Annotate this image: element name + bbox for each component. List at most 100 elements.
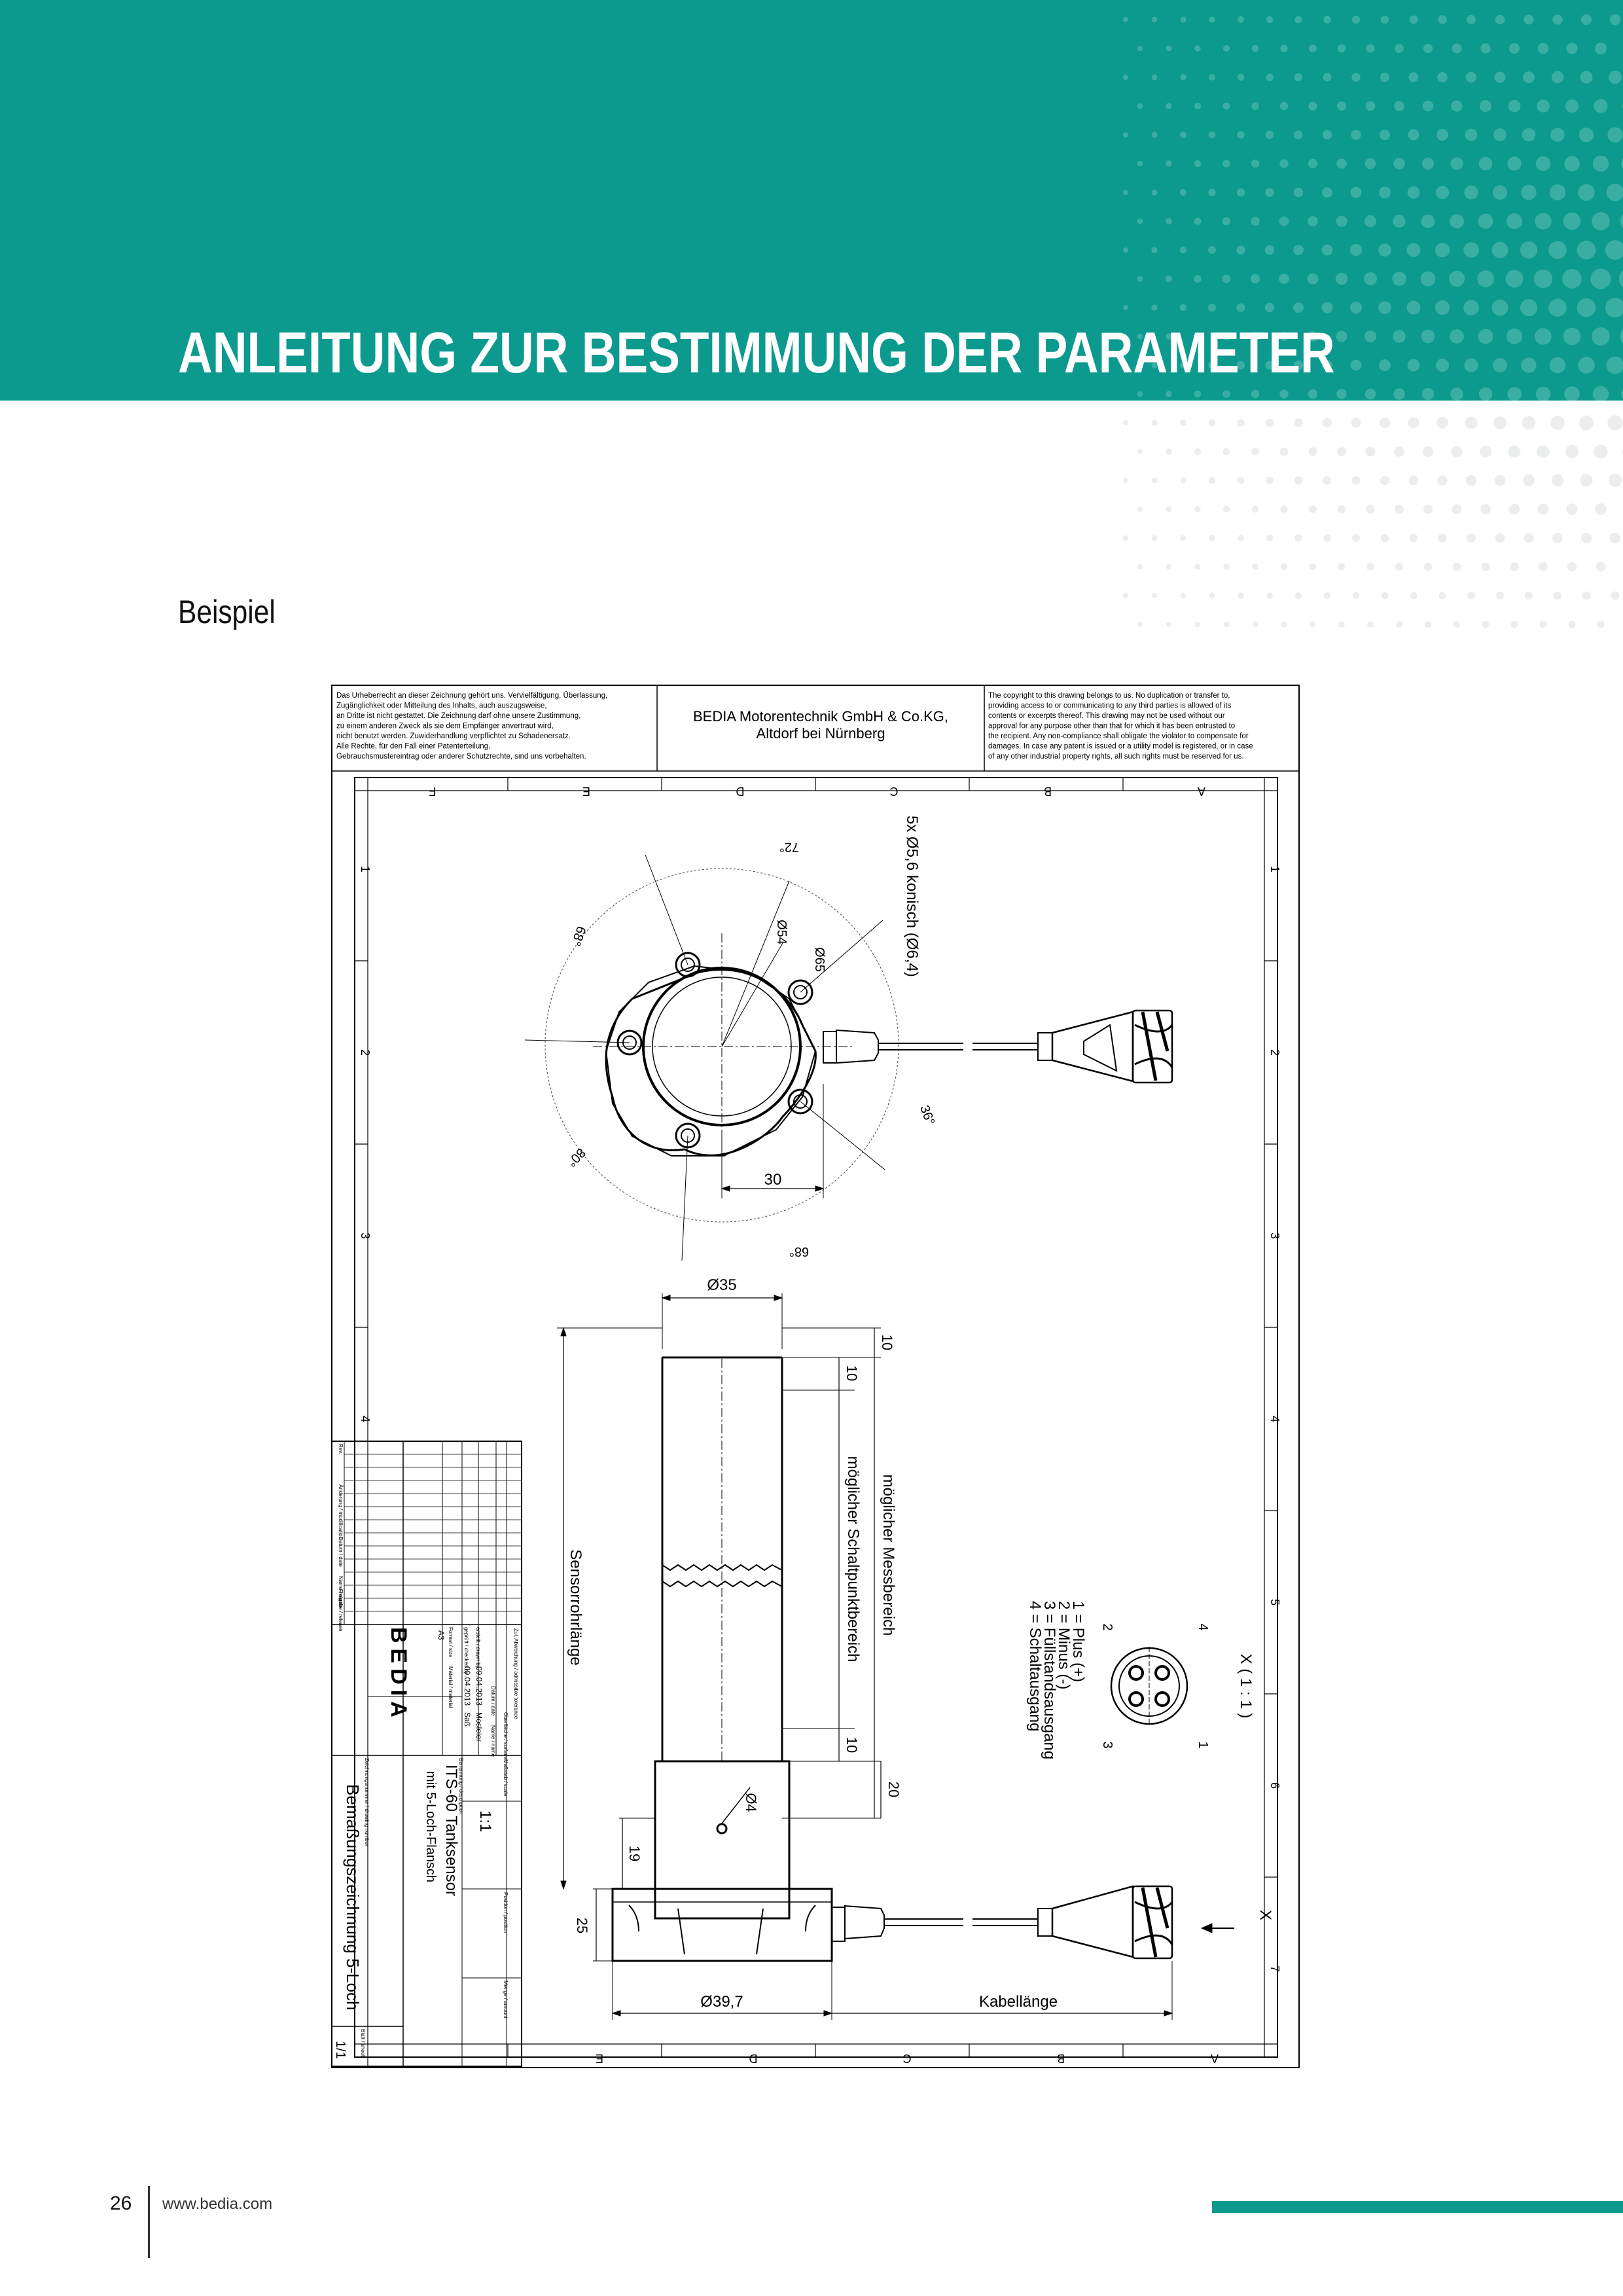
- dot: [1208, 131, 1216, 139]
- dot: [1609, 71, 1622, 84]
- dot: [1222, 217, 1231, 226]
- dot: [1137, 333, 1143, 340]
- row-number: 4: [359, 1416, 372, 1422]
- revision-label: Freigabe / release: [338, 1589, 344, 1632]
- dot: [1251, 159, 1260, 168]
- dot: [1394, 101, 1404, 111]
- dot: [1123, 75, 1128, 80]
- pin-legend-item: 2 = Minus (-): [1055, 1601, 1073, 1689]
- angle-68b: 68°: [789, 1244, 809, 1259]
- scale-label: Maßstab / scale: [503, 1759, 508, 1797]
- dot: [1537, 503, 1549, 515]
- dot: [1279, 101, 1289, 111]
- dot: [1506, 213, 1523, 230]
- dot: [1494, 475, 1506, 486]
- dot: [1166, 448, 1172, 455]
- dot: [1166, 103, 1172, 109]
- dot: [1337, 101, 1346, 111]
- dot: [1577, 298, 1596, 317]
- dot: [1166, 564, 1172, 570]
- dot: [1323, 534, 1331, 542]
- dot: [1395, 563, 1403, 571]
- dot: [1321, 302, 1333, 314]
- dot: [1606, 356, 1623, 374]
- dot: [1563, 327, 1581, 346]
- dot: [1566, 503, 1578, 515]
- dot: [1550, 128, 1565, 142]
- position-label: Position / position: [503, 1892, 508, 1933]
- copyright-en-line: The copyright to this drawing belongs to…: [988, 692, 1230, 700]
- dot: [1251, 505, 1259, 513]
- dot: [1505, 270, 1524, 288]
- row-number: 5: [1268, 1599, 1281, 1605]
- dot: [1321, 244, 1333, 256]
- dot: [1180, 420, 1186, 426]
- column-letter: B: [1057, 2052, 1065, 2065]
- dot: [1423, 504, 1433, 514]
- dot: [1553, 591, 1562, 600]
- dot: [1166, 621, 1172, 628]
- dot: [1480, 100, 1491, 112]
- dot: [1223, 621, 1230, 628]
- dot: [1137, 160, 1143, 167]
- row-number: 6: [1268, 1782, 1281, 1789]
- copyright-de-line: Alle Rechte, für den Fall einer Patenter…: [336, 743, 490, 751]
- dot: [1351, 476, 1361, 485]
- dot: [1408, 417, 1419, 429]
- dot: [1438, 592, 1446, 600]
- dot: [1180, 74, 1186, 81]
- dot: [1137, 103, 1143, 109]
- dot: [1424, 620, 1432, 628]
- dot: [1349, 301, 1363, 314]
- dot: [1477, 270, 1494, 287]
- dot: [1222, 45, 1230, 52]
- dot: [1395, 44, 1404, 53]
- dot: [1522, 416, 1536, 430]
- dot: [1620, 214, 1623, 228]
- description-label: Benennung / description: [458, 1758, 464, 1814]
- dot: [1480, 446, 1491, 457]
- dot: [1494, 71, 1506, 83]
- sheet-value: 1/1: [333, 2041, 348, 2059]
- pin-number: 3: [1100, 1741, 1115, 1748]
- dot: [1508, 43, 1520, 54]
- dot: [1393, 215, 1406, 228]
- column-letter: F: [429, 785, 437, 798]
- dot: [1123, 478, 1128, 483]
- dot: [1265, 130, 1274, 139]
- dot: [1464, 185, 1478, 200]
- dot: [1123, 420, 1128, 425]
- dot: [1421, 157, 1435, 170]
- dot: [1535, 386, 1551, 401]
- angle-36: 36°: [917, 1103, 937, 1127]
- dot: [1493, 128, 1507, 141]
- dot: [1123, 132, 1128, 137]
- dim-10a: 10: [879, 1335, 895, 1350]
- dot: [1478, 329, 1493, 344]
- grid-marks: [355, 778, 1277, 2057]
- dot: [1520, 241, 1538, 259]
- dot: [1236, 188, 1245, 197]
- dot: [1510, 562, 1519, 571]
- dot: [1437, 72, 1448, 82]
- scale-value: 1:1: [476, 1810, 494, 1832]
- dim-30: 30: [764, 1171, 782, 1189]
- dot: [1194, 390, 1202, 398]
- company-line-1: BEDIA Motorentechnik GmbH & Co.KG,: [693, 708, 948, 725]
- checked-date: 09.04.2013: [463, 1666, 472, 1706]
- dot: [1337, 44, 1346, 53]
- dot: [1496, 592, 1504, 600]
- dot: [1266, 73, 1274, 81]
- dot: [1380, 475, 1390, 486]
- sheet-label: Blatt / sheet: [360, 2029, 366, 2057]
- dot: [1222, 390, 1230, 398]
- dot: [1378, 301, 1391, 314]
- dot: [1180, 592, 1186, 599]
- dot: [1464, 358, 1478, 372]
- dot: [1166, 160, 1172, 167]
- dot: [1208, 476, 1216, 484]
- row-number: 1: [359, 866, 372, 872]
- switch-point-range: möglicher Schaltpunktbereich: [844, 1456, 862, 1662]
- dot: [1367, 621, 1374, 628]
- dot: [1605, 240, 1623, 260]
